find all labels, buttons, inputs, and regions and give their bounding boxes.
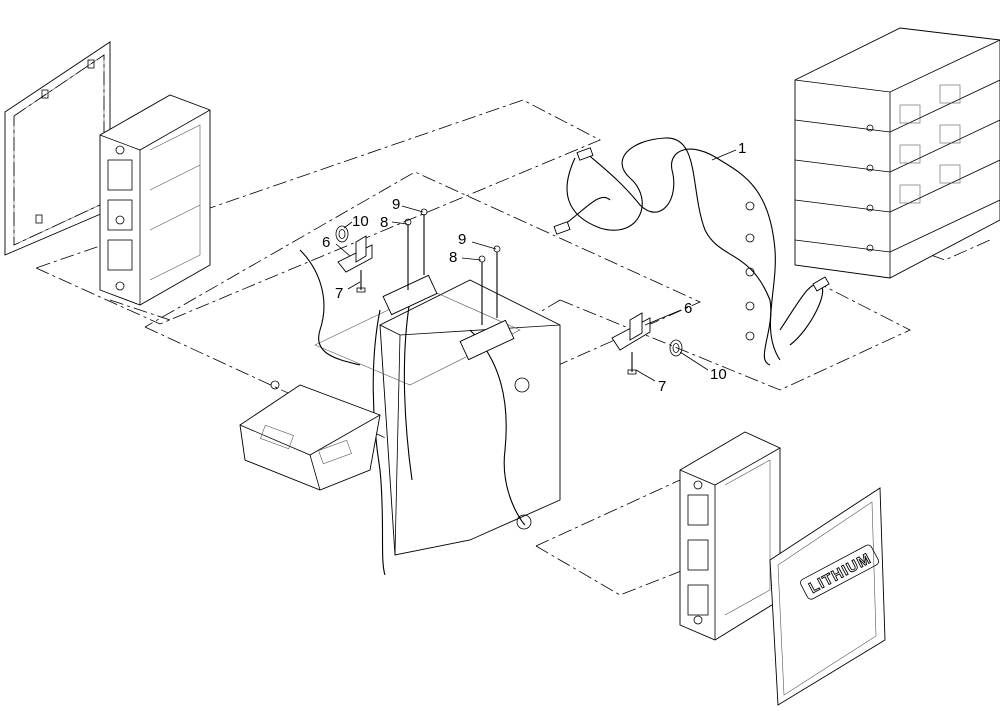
- callout-9-center: 9: [458, 231, 466, 248]
- left-controller-box: [239, 380, 381, 491]
- right-fastener-group: [611, 312, 683, 375]
- lower-battery-module: [679, 431, 781, 641]
- lithium-cover-plate: LITHIUM: [769, 487, 886, 706]
- left-battery-module: [99, 94, 211, 306]
- callout-10-right: 10: [710, 366, 727, 383]
- callout-7-upper: 7: [335, 285, 343, 302]
- cable-harness: [553, 137, 830, 366]
- callout-9-upper: 9: [392, 196, 400, 213]
- callout-6-upper: 6: [322, 234, 330, 251]
- upper-fastener-group: [335, 208, 428, 293]
- lithium-logo-frame: [800, 544, 880, 600]
- center-chassis: [299, 249, 561, 576]
- leader-lines: [335, 149, 737, 382]
- right-battery-stack: [794, 27, 1000, 279]
- callout-6-right: 6: [684, 300, 692, 317]
- callout-10-upper: 10: [352, 213, 369, 230]
- callout-8-center: 8: [449, 249, 457, 266]
- left-cover-plate: [4, 41, 111, 256]
- center-fastener-group: [478, 245, 501, 325]
- callout-1-cable: 1: [738, 140, 746, 157]
- callout-8-upper: 8: [380, 214, 388, 231]
- callout-7-right: 7: [658, 378, 666, 395]
- callout-labels: 1 10 9 8 6 7 9 8 6 10 7: [322, 140, 746, 395]
